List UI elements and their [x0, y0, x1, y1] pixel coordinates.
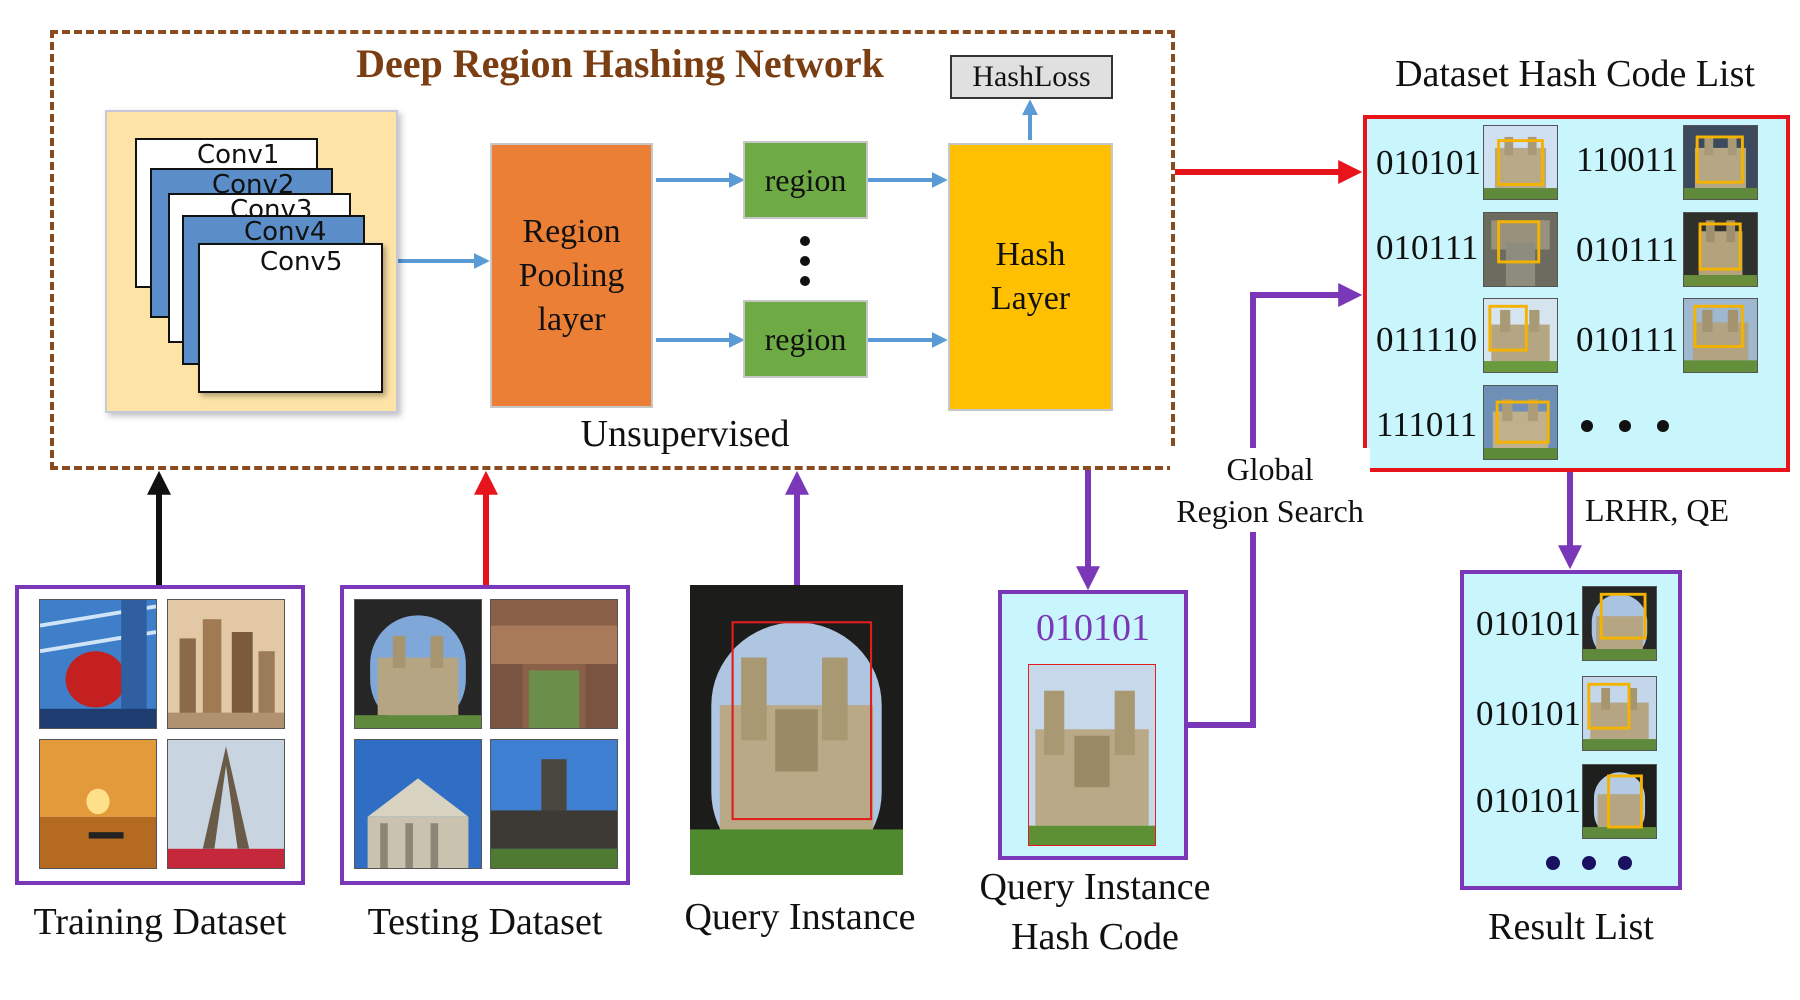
hash-layer: Hash Layer: [948, 143, 1113, 411]
ellipsis-dot: [1546, 856, 1560, 870]
global-region-search-label: Global Region Search: [1170, 448, 1370, 532]
unsupervised-label: Unsupervised: [580, 413, 790, 455]
query-hash-label-line-2: Hash Code: [1011, 916, 1179, 958]
ellipsis-dot: [1581, 420, 1595, 434]
hash-code-left-1: 010101: [1376, 143, 1481, 182]
search-label-line-1: Global: [1226, 451, 1314, 487]
query-instance-image: [690, 585, 903, 875]
ellipsis-dot: [1619, 420, 1633, 434]
dataset-thumb: [1683, 298, 1758, 373]
testing-dataset-box: [340, 585, 630, 885]
testing-image: [490, 599, 618, 729]
hash-code-left-2: 010111: [1376, 228, 1479, 267]
dataset-thumb: [1483, 125, 1558, 200]
result-thumb: [1582, 764, 1657, 839]
testing-image: [354, 599, 482, 729]
hash-code-left-3: 011110: [1376, 320, 1478, 359]
result-code-1: 010101: [1476, 604, 1581, 643]
result-code-3: 010101: [1476, 781, 1581, 820]
ellipsis-dot: [800, 276, 810, 286]
result-list-label: Result List: [1488, 906, 1654, 948]
region-pooling-line-1: Region: [522, 212, 621, 250]
search-label-line-2: Region Search: [1176, 493, 1364, 529]
region-box-bottom: region: [743, 300, 868, 378]
network-title: Deep Region Hashing Network: [356, 41, 884, 86]
ellipsis-dot: [1618, 856, 1632, 870]
ellipsis-dot: [800, 236, 810, 246]
query-hash-label-line-1: Query Instance: [979, 866, 1211, 908]
training-image: [167, 739, 285, 869]
training-dataset-label: Training Dataset: [33, 901, 287, 943]
ellipsis-dot: [1582, 856, 1596, 870]
dataset-thumb: [1683, 212, 1758, 287]
query-instance-label: Query Instance: [684, 896, 916, 938]
rerank-label: LRHR, QE: [1585, 492, 1729, 528]
hash-layer-line-2: Layer: [990, 280, 1071, 317]
network-frame: [50, 30, 1175, 470]
hash-code-right-1: 110011: [1576, 140, 1679, 179]
region-pooling-line-2: Pooling: [518, 256, 625, 294]
result-list-box: 010101 010101 010101: [1460, 570, 1682, 890]
training-image: [39, 599, 157, 729]
query-hash-box: 010101: [998, 590, 1188, 860]
query-hash-label: Query Instance Hash Code: [960, 862, 1230, 962]
training-image: [39, 739, 157, 869]
hash-code-right-2: 010111: [1576, 230, 1679, 269]
region-box-top: region: [743, 141, 868, 219]
ellipsis-dot: [800, 256, 810, 266]
region-pooling-line-3: layer: [537, 300, 606, 338]
hashloss-box: HashLoss: [950, 55, 1113, 99]
dataset-thumb: [1483, 212, 1558, 287]
dataset-hash-title: Dataset Hash Code List: [1395, 53, 1755, 95]
dataset-thumb: [1683, 125, 1758, 200]
result-thumb: [1582, 676, 1657, 751]
training-dataset-box: [15, 585, 305, 885]
ellipsis-dot: [1657, 420, 1671, 434]
hash-layer-line-1: Hash: [995, 236, 1066, 273]
hash-code-right-3: 010111: [1576, 320, 1679, 359]
result-code-2: 010101: [1476, 694, 1581, 733]
training-image: [167, 599, 285, 729]
dataset-thumb: [1483, 298, 1558, 373]
region-pooling-layer: Region Pooling layer: [490, 143, 653, 408]
testing-image: [490, 739, 618, 869]
testing-image: [354, 739, 482, 869]
query-hash-code: 010101: [1036, 607, 1150, 649]
conv5-layer: Conv5: [198, 243, 383, 393]
dataset-thumb: [1483, 385, 1558, 460]
query-hash-image: [1028, 664, 1156, 846]
hash-code-left-4: 111011: [1376, 405, 1478, 444]
testing-dataset-label: Testing Dataset: [367, 901, 603, 943]
result-thumb: [1582, 586, 1657, 661]
